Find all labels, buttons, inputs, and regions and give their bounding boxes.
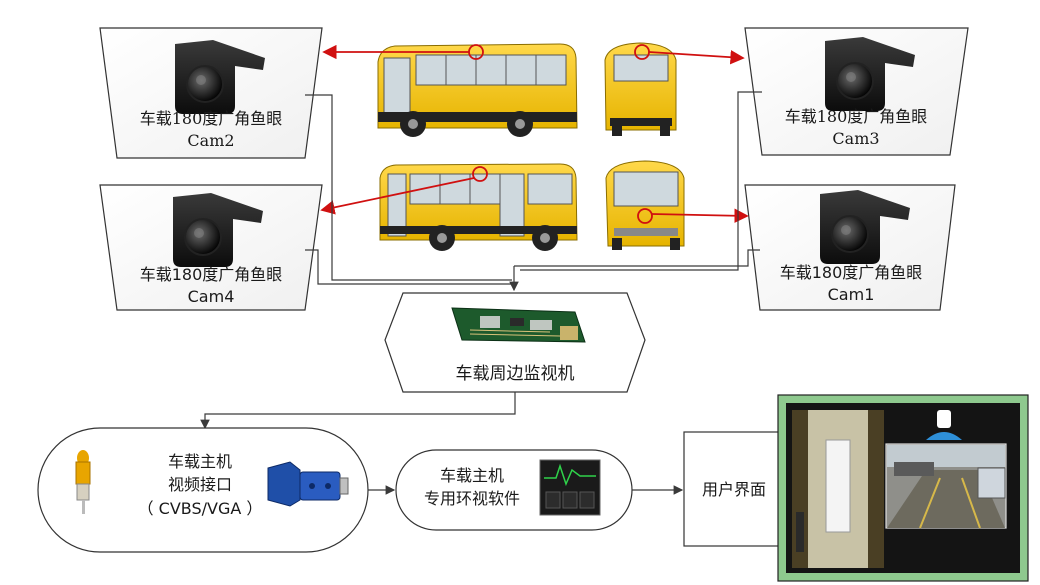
cam4-id: Cam4 (188, 287, 235, 306)
host-video-line1: 车载主机 (168, 452, 232, 471)
cam2-signal-arrow (322, 44, 484, 60)
cam4-signal-arrow (320, 166, 488, 215)
circuit-board-icon (451, 307, 586, 343)
fisheye-camera-icon (820, 190, 910, 264)
fisheye-camera-icon (825, 37, 915, 111)
dvr-label: 车载周边监视机 (456, 364, 575, 384)
dvr-box (384, 292, 646, 393)
cam3-id: Cam3 (832, 129, 879, 148)
cam1-id: Cam1 (828, 285, 875, 304)
cam4-title: 车载180度广角鱼眼 (140, 265, 283, 284)
rca-plug-icon (75, 450, 91, 514)
monitor-waveform-icon (539, 459, 601, 516)
surround-view-screenshot (777, 394, 1029, 582)
bus-side-icon (377, 43, 578, 137)
bus-front-icon (604, 42, 677, 136)
bus-front-icon (605, 160, 685, 250)
host-software-line1: 车载主机 (440, 466, 504, 485)
vga-connector-icon (267, 461, 349, 507)
host-video-line3: （ CVBS/VGA ） (138, 499, 263, 518)
cam3-signal-arrow (634, 44, 745, 65)
host-video-line2: 视频接口 (168, 475, 232, 494)
cam2-id: Cam2 (187, 131, 234, 150)
ui-label: 用户界面 (702, 480, 766, 499)
fisheye-camera-icon (173, 193, 263, 267)
dvr-output-line (200, 392, 516, 430)
fisheye-camera-icon (175, 40, 265, 114)
ui-box (683, 431, 785, 547)
host-software-line2: 专用环视软件 (424, 489, 520, 508)
cam1-signal-arrow (637, 208, 749, 224)
cam3-title: 车载180度广角鱼眼 (785, 107, 928, 126)
bus-side-icon (379, 163, 578, 251)
camera-wiring (305, 91, 762, 292)
cam1-title: 车载180度广角鱼眼 (780, 263, 923, 282)
cam2-title: 车载180度广角鱼眼 (140, 109, 283, 128)
